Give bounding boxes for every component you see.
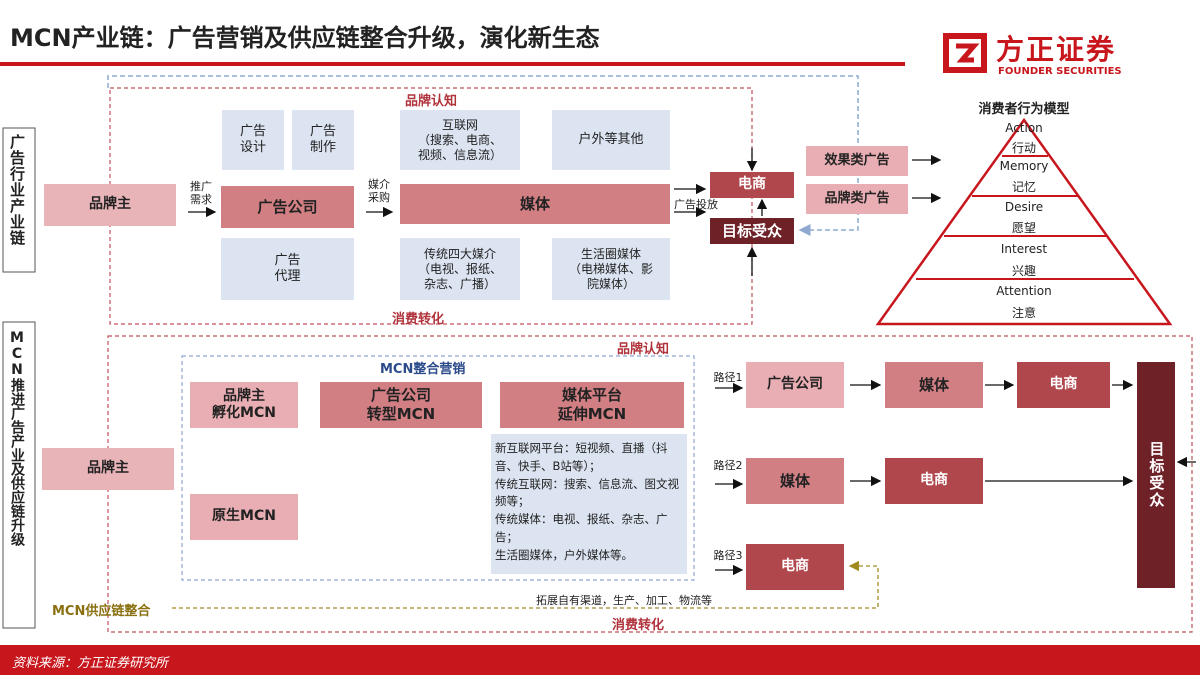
bottom-consumption-conversion-label: 消费转化 bbox=[612, 618, 665, 633]
title-rule bbox=[0, 62, 905, 66]
bottom-brand-owner-box: 品牌主 bbox=[42, 448, 174, 490]
page-title: MCN产业链：广告营销及供应链整合升级，演化新生态 bbox=[10, 24, 600, 52]
logo-subtext: FOUNDER SECURITIES bbox=[998, 66, 1122, 77]
performance-ad-box: 效果类广告 bbox=[806, 146, 908, 176]
media-purchase-label: 媒介 采购 bbox=[368, 178, 390, 205]
life-circle-media-box: 生活圈媒体 （电梯媒体、影 院媒体） bbox=[552, 238, 670, 300]
path1-ecommerce-box: 电商 bbox=[1017, 362, 1110, 408]
top-brand-owner-box: 品牌主 bbox=[44, 184, 176, 226]
pyramid-level-en: Desire bbox=[1004, 200, 1044, 214]
path1-label: 路径1 bbox=[713, 371, 743, 384]
top-target-audience-box: 目标受众 bbox=[710, 218, 794, 244]
pyramid-level-en: Attention bbox=[996, 284, 1052, 298]
ad-transform-mcn-box: 广告公司 转型MCN bbox=[320, 382, 482, 428]
pyramid-level-en: Memory bbox=[999, 159, 1049, 173]
mcn-marketing-label: MCN整合营销 bbox=[380, 362, 466, 377]
top-side-label: 广告行业产业链 bbox=[8, 134, 26, 246]
bottom-target-audience-text: 目标受众 bbox=[1147, 441, 1166, 509]
ad-placement-label: 广告投放 bbox=[674, 198, 718, 211]
pyramid-level-zh: 兴趣 bbox=[1011, 264, 1036, 278]
pyramid-level-en: Interest bbox=[1000, 242, 1048, 256]
media-extend-mcn-box: 媒体平台 延伸MCN bbox=[500, 382, 684, 428]
path3-label: 路径3 bbox=[713, 549, 743, 562]
internet-box: 互联网 （搜索、电商、 视频、信息流） bbox=[400, 110, 520, 170]
supply-chain-label: MCN供应链整合 bbox=[52, 604, 151, 619]
top-ad-company-box: 广告公司 bbox=[221, 186, 354, 228]
logo-mark-icon bbox=[943, 33, 987, 73]
top-brand-awareness-label: 品牌认知 bbox=[405, 94, 458, 109]
media-detail-box: 新互联网平台：短视频、直播（抖音、快手、B站等）； 传统互联网：搜索、信息流、图… bbox=[491, 434, 687, 574]
path1-ad-company-box: 广告公司 bbox=[746, 362, 844, 408]
path3-ecommerce-box: 电商 bbox=[746, 544, 844, 590]
top-consumption-conversion-label: 消费转化 bbox=[392, 312, 445, 327]
supply-chain-desc: 拓展自有渠道，生产、加工、物流等 bbox=[536, 594, 712, 607]
pyramid-title: 消费者行为模型 bbox=[978, 102, 1070, 117]
path2-media-box: 媒体 bbox=[746, 458, 844, 504]
source-note: 资料来源：方正证券研究所 bbox=[12, 656, 169, 671]
brand-incubate-mcn-box: 品牌主 孵化MCN bbox=[190, 382, 298, 428]
pyramid-level-zh: 愿望 bbox=[1011, 221, 1036, 235]
path2-label: 路径2 bbox=[713, 459, 743, 472]
pyramid-level-zh: 记忆 bbox=[1011, 180, 1036, 194]
ad-design-box: 广告 设计 bbox=[222, 110, 284, 170]
bottom-side-label: MCN推进广告产业及供应链升级 bbox=[9, 330, 25, 546]
footer-bar bbox=[0, 645, 1200, 675]
pyramid-level-zh: 注意 bbox=[1011, 306, 1036, 320]
bottom-brand-awareness-label: 品牌认知 bbox=[617, 342, 670, 357]
traditional-media-box: 传统四大媒介 （电视、报纸、 杂志、广播） bbox=[400, 238, 520, 300]
promo-demand-label: 推广 需求 bbox=[190, 180, 212, 207]
bottom-target-audience-box: 目标受众 bbox=[1137, 362, 1175, 588]
brand-ad-box: 品牌类广告 bbox=[806, 184, 908, 214]
ad-agency-box: 广告 代理 bbox=[221, 238, 354, 300]
outdoor-box: 户外等其他 bbox=[552, 110, 670, 170]
path2-ecommerce-box: 电商 bbox=[885, 458, 983, 504]
native-mcn-box: 原生MCN bbox=[190, 494, 298, 540]
pyramid-level-en: Action bbox=[1005, 121, 1043, 135]
logo-text: 方正证券 bbox=[996, 33, 1117, 66]
path1-media-box: 媒体 bbox=[885, 362, 983, 408]
pyramid-level-zh: 行动 bbox=[1011, 141, 1036, 155]
ad-production-box: 广告 制作 bbox=[292, 110, 354, 170]
logo: 方正证券 FOUNDER SECURITIES bbox=[942, 28, 1152, 84]
top-media-box: 媒体 bbox=[400, 184, 670, 224]
top-ecommerce-box: 电商 bbox=[710, 172, 794, 198]
